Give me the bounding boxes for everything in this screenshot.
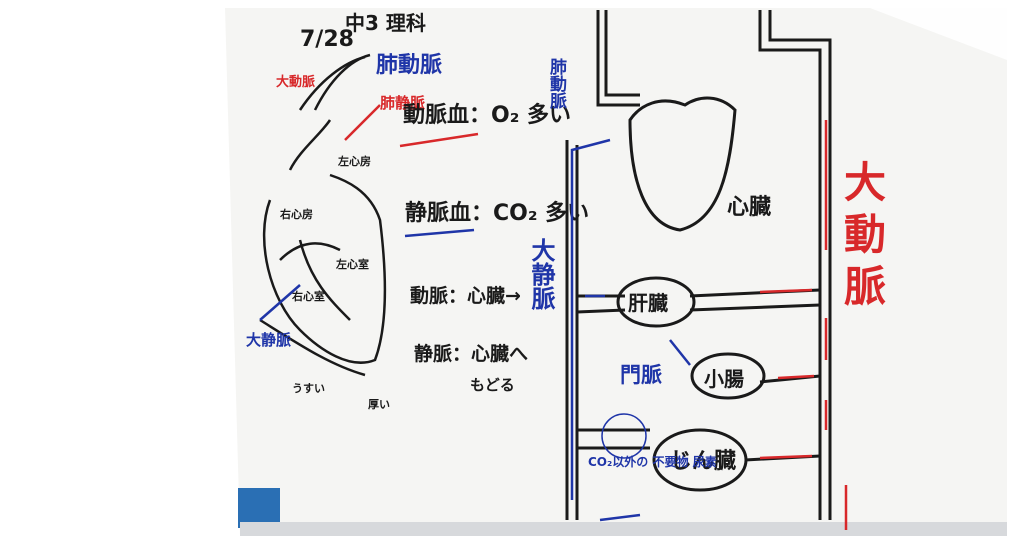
pulmonary-vein-arrow [344,104,381,141]
note-arterial-blood: 動脈血：O₂ 多い [403,102,571,128]
blue-arrows [570,138,691,522]
label-thin: うすい [292,382,325,395]
note-vein-def-2: もどる [470,376,515,394]
label-small-intestine: 小腸 [704,367,744,391]
circulation-vessels [565,10,832,520]
label-kidney: じん臓 [670,449,736,474]
small-intestine-organ [690,352,766,400]
label-right-atrium: 右心房 [279,207,313,221]
label-left-atrium: 左心房 [337,154,371,168]
label-pulmonary-vein: 肺静脈 [380,94,425,112]
underline-blue [404,228,475,238]
board-glare [870,8,1007,60]
label-aorta-vertical: 大動脈 [838,160,887,316]
eraser [238,488,280,528]
liver-organ [616,276,696,328]
note-vein-def-1: 静脈：心臓へ [414,342,528,365]
whiteboard-surface [225,8,1007,536]
heart-diagram [259,53,387,377]
label-pulmonary-artery: 肺動脈 [376,53,442,78]
label-kidney-note: CO₂以外の 不要物 尿素 [588,454,717,469]
vena-cava-arrow [259,284,301,321]
label-vena-cava-vertical: 大静脈 [527,238,555,311]
note-venous-blood: 静脈血：CO₂ 多い [405,200,589,226]
label-thick: 厚い [368,398,390,411]
label-portal-vein: 門脈 [620,363,662,387]
label-aorta: 大動脈 [276,74,315,90]
label-right-ventricle: 右心室 [291,289,325,303]
label-vena-cava: 大静脈 [246,331,291,349]
kidney-organ [652,428,748,492]
date-text: 7/28 [300,27,354,52]
label-liver: 肝臓 [628,291,668,315]
class-title: 中3 理科 [345,11,426,35]
label-heart: 心臓 [727,195,771,220]
heart-outline [628,96,737,232]
note-artery-def: 動脈：心臓→ [410,284,521,307]
red-arrows [759,120,848,530]
label-left-ventricle: 左心室 [335,257,369,271]
marker-tray [240,522,1007,536]
label-pulmonary-artery-vertical: 肺動脈 [546,58,567,110]
kidney-highlight-circle [601,413,647,459]
underline-red [399,132,479,148]
